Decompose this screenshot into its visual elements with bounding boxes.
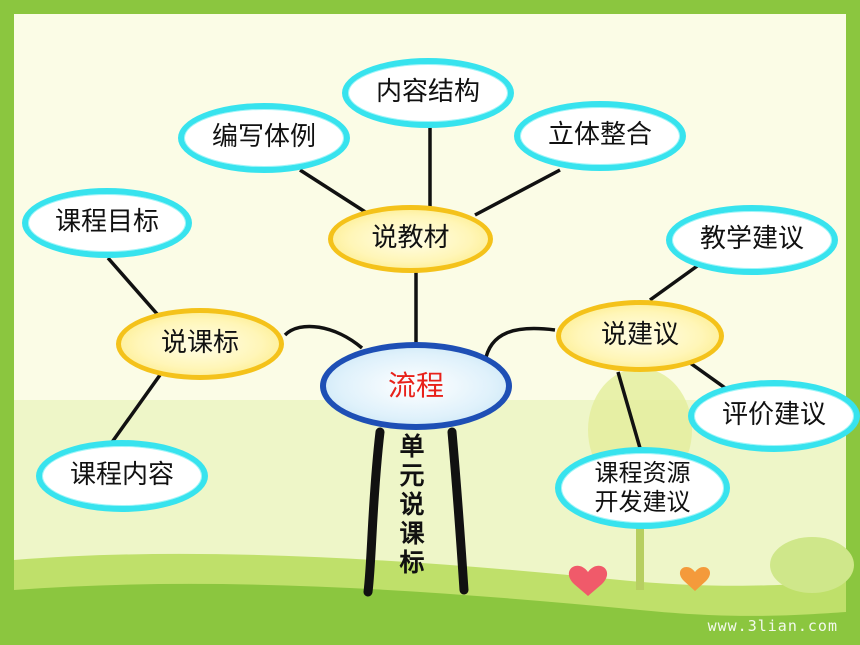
node-evaluation-advice: 评价建议 — [688, 380, 860, 452]
bush — [770, 537, 854, 593]
watermark: www.3lian.com — [707, 617, 838, 635]
node-teaching-advice: 教学建议 — [666, 205, 838, 275]
node-label: 说课标 — [160, 328, 239, 359]
node-label: 内容结构 — [375, 77, 480, 108]
tree-trunk — [636, 480, 644, 590]
node-label: 教学建议 — [699, 224, 804, 255]
node-label: 流程 — [387, 369, 444, 403]
node-integration: 立体整合 — [514, 101, 686, 171]
node-label: 编写体例 — [211, 122, 316, 153]
node-advice: 说建议 — [556, 300, 724, 372]
heart-icon — [568, 565, 608, 596]
node-label: 课程内容 — [69, 460, 174, 491]
node-course-content: 课程内容 — [36, 440, 208, 512]
node-label: 课程资源开发建议 — [594, 459, 691, 516]
heart-icon — [679, 566, 711, 591]
node-label: 立体整合 — [547, 120, 652, 151]
node-label: 课程目标 — [54, 207, 159, 238]
node-label: 说教材 — [371, 223, 450, 254]
node-course-goals: 课程目标 — [22, 188, 192, 258]
node-writing-style: 编写体例 — [178, 103, 350, 173]
vertical-label: 单元说课标 — [399, 432, 425, 577]
node-label: 评价建议 — [721, 400, 826, 431]
connector-lines — [106, 118, 730, 456]
grass-front — [14, 583, 846, 631]
node-process: 流程 — [320, 342, 512, 430]
trunk-lines — [363, 427, 469, 597]
node-label: 说建议 — [600, 320, 679, 351]
node-resource-advice: 课程资源开发建议 — [555, 447, 730, 529]
node-standard: 说课标 — [116, 308, 284, 380]
node-content-structure: 内容结构 — [342, 58, 514, 128]
node-textbook: 说教材 — [328, 205, 493, 273]
